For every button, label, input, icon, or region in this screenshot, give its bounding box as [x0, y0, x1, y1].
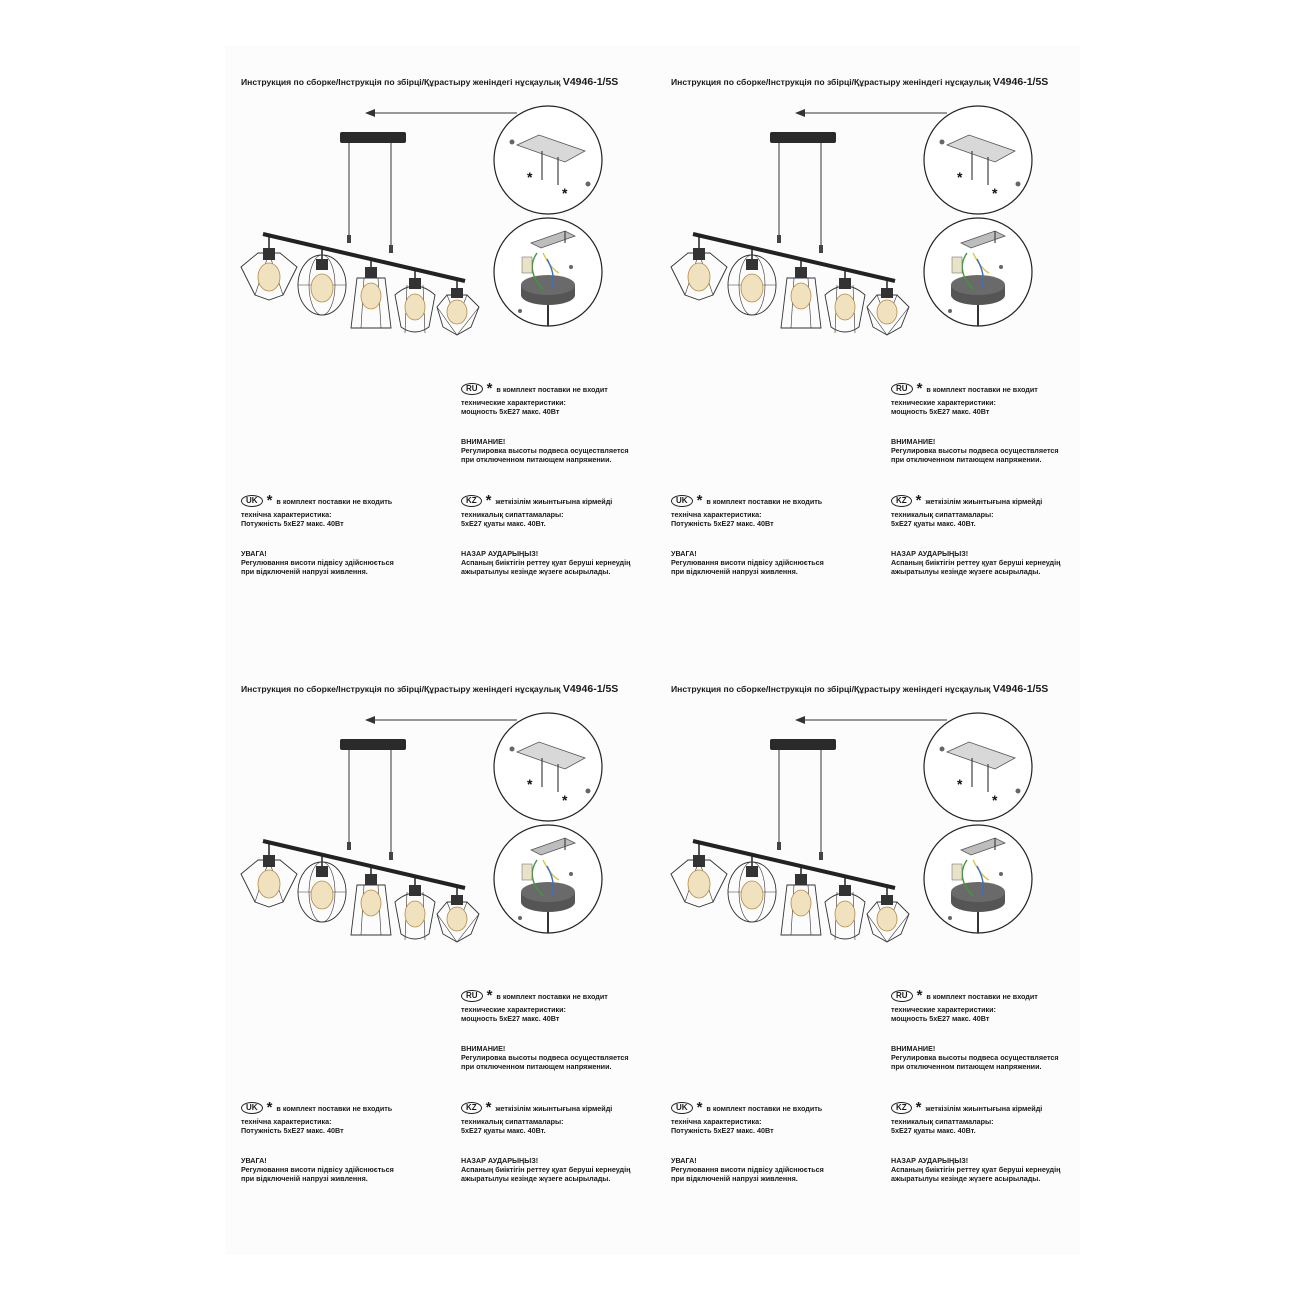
uk-badge: UK: [671, 1102, 693, 1114]
kz-badge: KZ: [891, 1102, 912, 1114]
uk-block: UK*в комплект поставки не входить техніч…: [671, 492, 824, 576]
ru-block: RU*в комплект поставки не входит техниче…: [461, 380, 629, 464]
instruction-title: Инструкция по сборке/Інструкція по збірц…: [671, 683, 1049, 695]
asterisk-icon: *: [916, 987, 923, 1004]
uk-block: UK*в комплект поставки не входить техніч…: [241, 492, 394, 576]
asterisk-icon: *: [486, 987, 493, 1004]
uk-badge: UK: [241, 495, 263, 507]
asterisk-icon: *: [266, 1099, 273, 1116]
asterisk-icon: *: [485, 1099, 492, 1116]
uk-badge: UK: [241, 1102, 263, 1114]
kz-badge: KZ: [461, 495, 482, 507]
instruction-panel-bottom-left: Инструкция по сборке/Інструкція по збірц…: [225, 652, 655, 1252]
asterisk-icon: *: [486, 380, 493, 397]
instruction-title: Инструкция по сборке/Інструкція по збірц…: [671, 76, 1049, 88]
chandelier-illustration: [669, 104, 1034, 337]
asterisk-icon: *: [915, 492, 922, 509]
kz-badge: KZ: [461, 1102, 482, 1114]
ru-badge: RU: [461, 383, 483, 395]
uk-block: UK*в комплект поставки не входить техніч…: [671, 1099, 824, 1183]
kz-block: KZ*жеткізілім жиынтығына кірмейді техник…: [891, 1099, 1061, 1183]
instruction-title: Инструкция по сборке/Інструкція по збірц…: [241, 683, 619, 695]
instruction-panel-top-right: Инструкция по сборке/Інструкція по збірц…: [655, 45, 1085, 645]
kz-badge: KZ: [891, 495, 912, 507]
instruction-panel-top-left: Инструкция по сборке/Інструкція по збірц…: [225, 45, 655, 645]
uk-badge: UK: [671, 495, 693, 507]
instruction-panel-bottom-right: Инструкция по сборке/Інструкція по збірц…: [655, 652, 1085, 1252]
asterisk-icon: *: [266, 492, 273, 509]
ru-badge: RU: [891, 990, 913, 1002]
ru-block: RU*в комплект поставки не входит техниче…: [461, 987, 629, 1071]
asterisk-icon: *: [916, 380, 923, 397]
asterisk-icon: *: [485, 492, 492, 509]
kz-block: KZ*жеткізілім жиынтығына кірмейді техник…: [891, 492, 1061, 576]
asterisk-icon: *: [696, 492, 703, 509]
asterisk-icon: *: [915, 1099, 922, 1116]
kz-block: KZ*жеткізілім жиынтығына кірмейді техник…: [461, 1099, 631, 1183]
kz-block: KZ*жеткізілім жиынтығына кірмейді техник…: [461, 492, 631, 576]
chandelier-illustration: [239, 104, 604, 337]
ru-block: RU*в комплект поставки не входит техниче…: [891, 380, 1059, 464]
chandelier-illustration: [239, 711, 604, 944]
ru-badge: RU: [891, 383, 913, 395]
ru-block: RU*в комплект поставки не входит техниче…: [891, 987, 1059, 1071]
ru-badge: RU: [461, 990, 483, 1002]
chandelier-illustration: [669, 711, 1034, 944]
instruction-sheet: Инструкция по сборке/Інструкція по збірц…: [225, 45, 1080, 1255]
instruction-title: Инструкция по сборке/Інструкція по збірц…: [241, 76, 619, 88]
uk-block: UK*в комплект поставки не входить техніч…: [241, 1099, 394, 1183]
asterisk-icon: *: [696, 1099, 703, 1116]
